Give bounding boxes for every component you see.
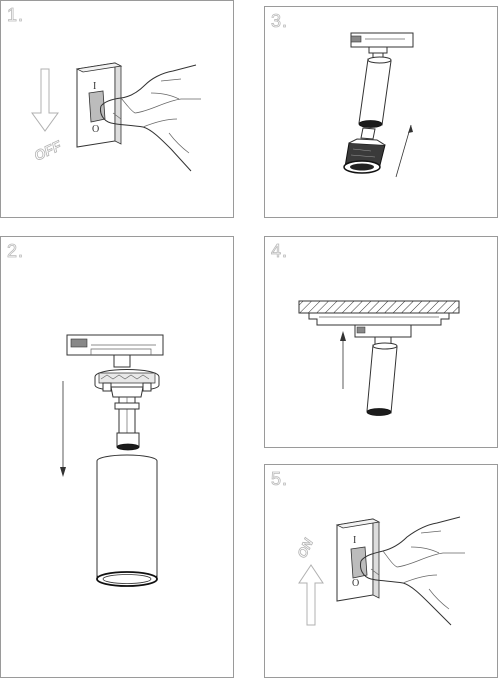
off-label: OFF	[32, 137, 65, 164]
ceiling-mount-illustration	[298, 300, 460, 416]
assembly-illustration	[60, 334, 164, 587]
switch-off-mark-2: O	[352, 578, 359, 589]
step-2-panel: 2.	[0, 236, 234, 678]
step-3-panel: 3.	[264, 6, 498, 218]
on-arrow-icon	[298, 564, 324, 626]
on-label: ON	[294, 536, 316, 561]
step-3-number: 3.	[271, 11, 289, 32]
step-4-panel: 4.	[264, 236, 498, 448]
spot-rotate-illustration	[343, 32, 414, 178]
switch-off-illustration: OFF I O	[31, 62, 201, 172]
switch-on-illustration: ON I O	[294, 516, 465, 626]
hand-icon	[100, 64, 201, 172]
step-1-number: 1.	[7, 5, 25, 26]
switch-off-mark: O	[92, 124, 99, 135]
step-4-number: 4.	[271, 241, 289, 262]
off-arrow-icon	[31, 68, 59, 132]
switch-on-mark: I	[93, 81, 96, 92]
step-5-panel: 5. ON I O	[264, 464, 498, 678]
step-1-panel: 1. OFF I O	[0, 0, 234, 218]
rotate-arrow-icon	[395, 124, 412, 178]
step-5-number: 5.	[271, 469, 289, 490]
hand-icon-2	[360, 516, 465, 626]
step-2-number: 2.	[7, 241, 25, 262]
switch-on-mark-2: I	[353, 535, 356, 546]
